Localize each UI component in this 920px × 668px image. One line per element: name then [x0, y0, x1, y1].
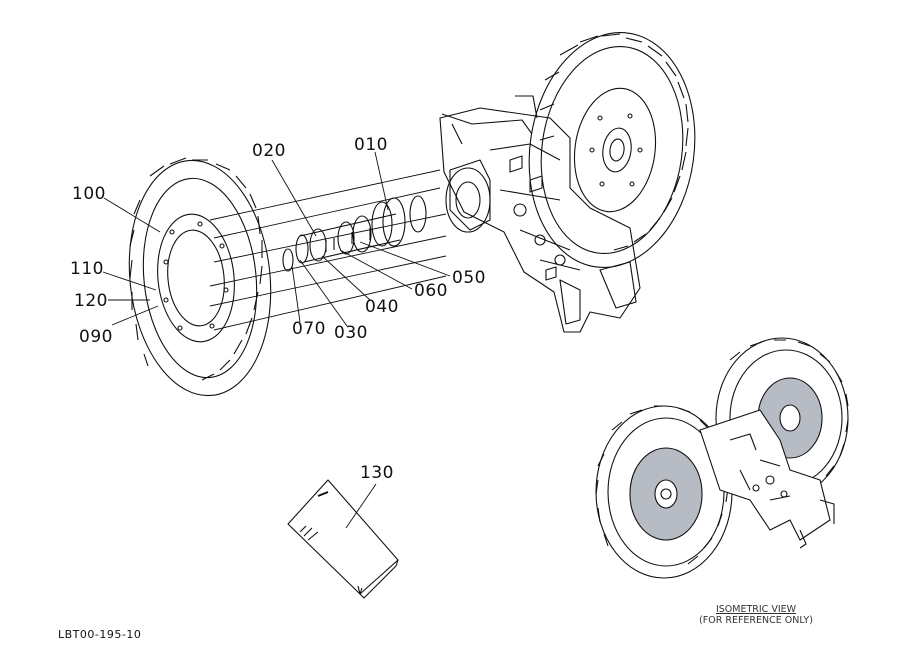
- callout-010: 010: [354, 135, 388, 155]
- callout-070: 070: [292, 319, 326, 339]
- callout-110: 110: [70, 259, 104, 279]
- callout-050: 050: [452, 268, 486, 288]
- drawing-id: LBT00-195-10: [58, 628, 142, 641]
- right-tire: [528, 32, 696, 268]
- callout-060: 060: [414, 281, 448, 301]
- callout-130: 130: [360, 463, 394, 483]
- leader-lines: [102, 151, 451, 529]
- callout-040: 040: [365, 297, 399, 317]
- callout-100: 100: [72, 184, 106, 204]
- isometric-title: ISOMETRIC VIEW: [715, 604, 797, 615]
- callout-120: 120: [74, 291, 108, 311]
- transmission-housing: [439, 95, 641, 333]
- operators-manual: [287, 479, 399, 599]
- left-tire: [128, 157, 272, 397]
- callout-020: 020: [252, 141, 286, 161]
- isometric-caption: ISOMETRIC VIEW (FOR REFERENCE ONLY): [686, 604, 826, 626]
- callout-090: 090: [79, 327, 113, 347]
- isometric-view-drawing: [595, 337, 849, 579]
- exploded-parts: [209, 169, 447, 331]
- isometric-subtitle: (FOR REFERENCE ONLY): [699, 615, 813, 626]
- callout-030: 030: [334, 323, 368, 343]
